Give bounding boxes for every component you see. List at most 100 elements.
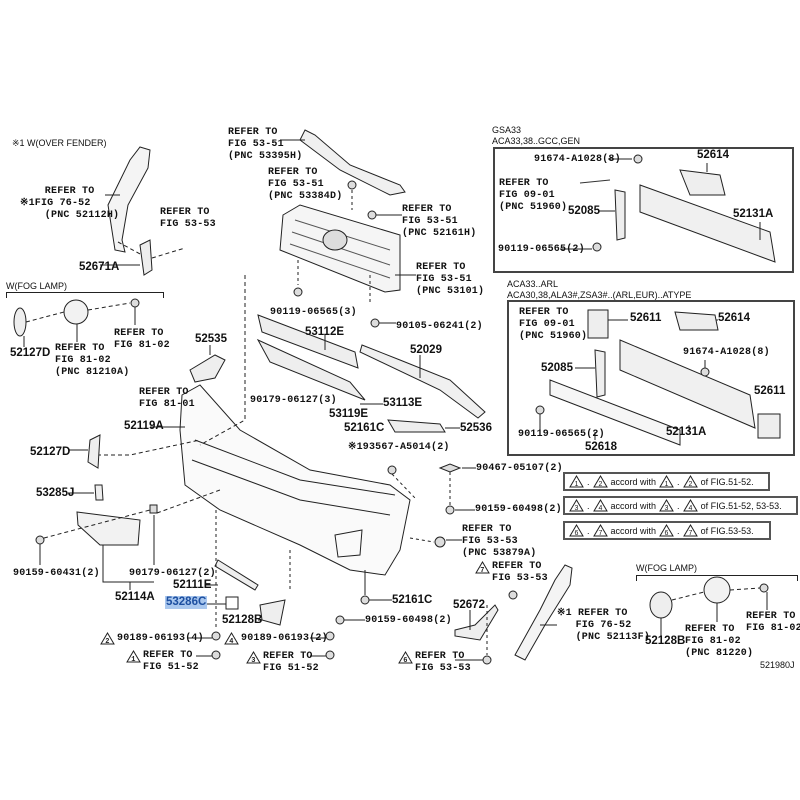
ref-fig-53-53[interactable]: REFER TO FIG 53-53 [160, 207, 216, 230]
triangle-4-icon: 4 [224, 632, 239, 645]
part-52672[interactable]: 52672 [453, 599, 485, 611]
ref-fig-81-02-81210A[interactable]: REFER TO FIG 81-02 (PNC 81210A) [55, 343, 130, 378]
svg-text:6: 6 [665, 530, 669, 537]
absorber-52618 [549, 379, 681, 446]
ref-fig-81-02-81220[interactable]: REFER TO FIG 81-02 (PNC 81220) [685, 624, 754, 659]
heading-box2-line2: ACA30,38,ALA3#,ZSA3#..(ARL,EUR)..ATYPE [507, 290, 692, 300]
part-52119A[interactable]: 52119A [124, 420, 164, 432]
reinforcement-52131A-box1 [639, 184, 776, 263]
part-53112E[interactable]: 53112E [305, 326, 345, 338]
part-52131A-box2[interactable]: 52131A [666, 426, 707, 438]
part-90159-60498-a[interactable]: 90159-60498(2) [475, 504, 562, 515]
part-52161C-bottom[interactable]: 52161C [392, 594, 433, 606]
ref-fig-09-01-box2[interactable]: REFER TO FIG 09-01 (PNC 51960) [519, 307, 588, 342]
part-52085-box2[interactable]: 52085 [541, 362, 573, 374]
ref-fig-53-53-53879A[interactable]: REFER TO FIG 53-53 (PNC 53879A) [462, 524, 537, 559]
ref-fig-53-51-53395H[interactable]: REFER TO FIG 53-51 (PNC 53395H) [228, 127, 303, 162]
triangle-6-icon: 6 [659, 524, 674, 537]
bracket-52671A [139, 239, 153, 276]
part-52614-box2[interactable]: 52614 [718, 312, 750, 324]
ref-tri3-fig-51-52[interactable]: 3 REFER TO FIG 51-52 [246, 651, 319, 675]
part-53285J[interactable]: 53285J [36, 487, 75, 499]
triangle-3-icon: 3 [569, 499, 584, 512]
part-52127D-fog[interactable]: 52127D [10, 347, 51, 359]
triangle-3-icon: 3 [659, 499, 674, 512]
triangle-3-icon: 3 [246, 651, 261, 664]
ref-tri1-fig-51-52[interactable]: 1 REFER TO FIG 51-52 [126, 650, 199, 674]
part-90159-60498-b[interactable]: 90159-60498(2) [365, 615, 452, 626]
part-number: 90189-06193(2) [241, 632, 328, 644]
note-figure-ref: of FIG.51-52. [700, 476, 754, 487]
part-90119-06565-box1[interactable]: 90119-06565(2) [498, 244, 585, 255]
heading-fog-lamp-left: W(FOG LAMP) [6, 281, 67, 291]
part-52611-box2-b[interactable]: 52611 [754, 385, 786, 397]
ref-fig-81-02[interactable]: REFER TO FIG 81-02 [114, 328, 170, 351]
triangle-number: 3 [251, 657, 255, 664]
triangle-1-icon: 1 [569, 475, 584, 488]
part-90189-06193-2[interactable]: 4 90189-06193(2) [224, 632, 328, 645]
triangle-number: 6 [403, 657, 407, 664]
separator: . [587, 525, 590, 536]
part-52671A[interactable]: 52671A [79, 261, 120, 273]
ref-tri7-fig-53-53[interactable]: 7 REFER TO FIG 53-53 [475, 561, 548, 585]
part-52618[interactable]: 52618 [585, 441, 617, 453]
ref-fig-53-51-52161H[interactable]: REFER TO FIG 53-51 (PNC 52161H) [402, 204, 477, 239]
triangle-1-icon: 1 [126, 650, 141, 663]
heading-box1-line2: ACA33,38..GCC,GEN [492, 136, 581, 146]
part-52029[interactable]: 52029 [410, 344, 442, 356]
part-90179-06127-3[interactable]: 90179-06127(3) [250, 395, 337, 406]
part-52085-box1[interactable]: 52085 [568, 205, 600, 217]
triangle-2-icon: 2 [100, 632, 115, 645]
part-90189-06193-4[interactable]: 2 90189-06193(4) [100, 632, 204, 645]
part-90119-06565-box2[interactable]: 90119-06565(2) [518, 429, 605, 440]
part-52127D[interactable]: 52127D [30, 446, 71, 458]
ref-fig-81-02-right[interactable]: REFER TO FIG 81-02 [746, 611, 800, 634]
lower-grille-53112E [257, 314, 359, 369]
ref-fig-81-01[interactable]: REFER TO FIG 81-01 [139, 387, 195, 410]
triangle-7-icon: 7 [592, 524, 608, 537]
heading-fog-lamp-right: W(FOG LAMP) [636, 563, 697, 573]
triangle-2-icon: 2 [592, 475, 608, 488]
part-53286C-highlighted[interactable]: 53286C [165, 596, 208, 609]
part-52111E[interactable]: 52111E [173, 579, 212, 591]
part-90105-06241[interactable]: 90105-06241(2) [396, 321, 483, 332]
part-53119E[interactable]: 53119E [329, 408, 369, 420]
part-52614-box1[interactable]: 52614 [697, 149, 729, 161]
triangle-7-icon: 7 [682, 524, 698, 537]
part-91674-A1028-box2[interactable]: 91674-A1028(8) [683, 347, 770, 358]
part-93567-A5014[interactable]: ※193567-A5014(2) [348, 442, 450, 453]
part-52114A[interactable]: 52114A [115, 591, 155, 603]
part-90467-05107[interactable]: 90467-05107(2) [476, 463, 563, 474]
svg-text:4: 4 [688, 505, 692, 512]
part-52611-box2-a[interactable]: 52611 [630, 312, 662, 324]
part-91674-A1028-box1[interactable]: 91674-A1028(8) [534, 154, 621, 165]
part-52161C-top[interactable]: 52161C [344, 422, 385, 434]
part-53113E[interactable]: 53113E [383, 397, 423, 409]
note-text: accord with [610, 500, 657, 511]
triangle-2-icon: 2 [682, 475, 698, 488]
ref-fig-09-01-box1[interactable]: REFER TO FIG 09-01 (PNC 51960) [499, 178, 568, 213]
part-52536[interactable]: 52536 [460, 422, 492, 434]
ref-fig-53-51-53384D[interactable]: REFER TO FIG 53-51 (PNC 53384D) [268, 167, 343, 202]
triangle-number: 4 [229, 638, 233, 645]
part-90159-60431[interactable]: 90159-60431(2) [13, 568, 100, 579]
ref-fig-53-51-53101[interactable]: REFER TO FIG 53-51 (PNC 53101) [416, 262, 485, 297]
triangle-6-icon: 6 [569, 524, 584, 537]
part-52131A-box1[interactable]: 52131A [733, 208, 774, 220]
part-90119-06565-3[interactable]: 90119-06565(3) [270, 307, 357, 318]
triangle-4-icon: 4 [592, 499, 608, 512]
ref-tri6-fig-53-53[interactable]: 6 REFER TO FIG 53-53 [398, 651, 471, 675]
part-90179-06127-2[interactable]: 90179-06127(2) [129, 568, 216, 579]
triangle-number: 7 [480, 567, 484, 574]
ref-fig-76-52-52113F[interactable]: ※1 REFER TO FIG 76-52 (PNC 52113F) [557, 608, 651, 643]
fog-lamp-bracket-right [636, 575, 798, 581]
part-52128B-left[interactable]: 52128B [222, 614, 263, 626]
svg-text:7: 7 [688, 530, 692, 537]
fog-lamp-bracket-left [6, 292, 164, 298]
part-52128B-right[interactable]: 52128B [645, 635, 686, 647]
svg-text:2: 2 [598, 481, 602, 488]
ref-fig-76-52-52112H[interactable]: REFER TO ※1FIG 76-52 (PNC 52112H) [20, 186, 120, 221]
variant-box-gsa33 [493, 147, 794, 273]
part-52535[interactable]: 52535 [195, 333, 227, 345]
